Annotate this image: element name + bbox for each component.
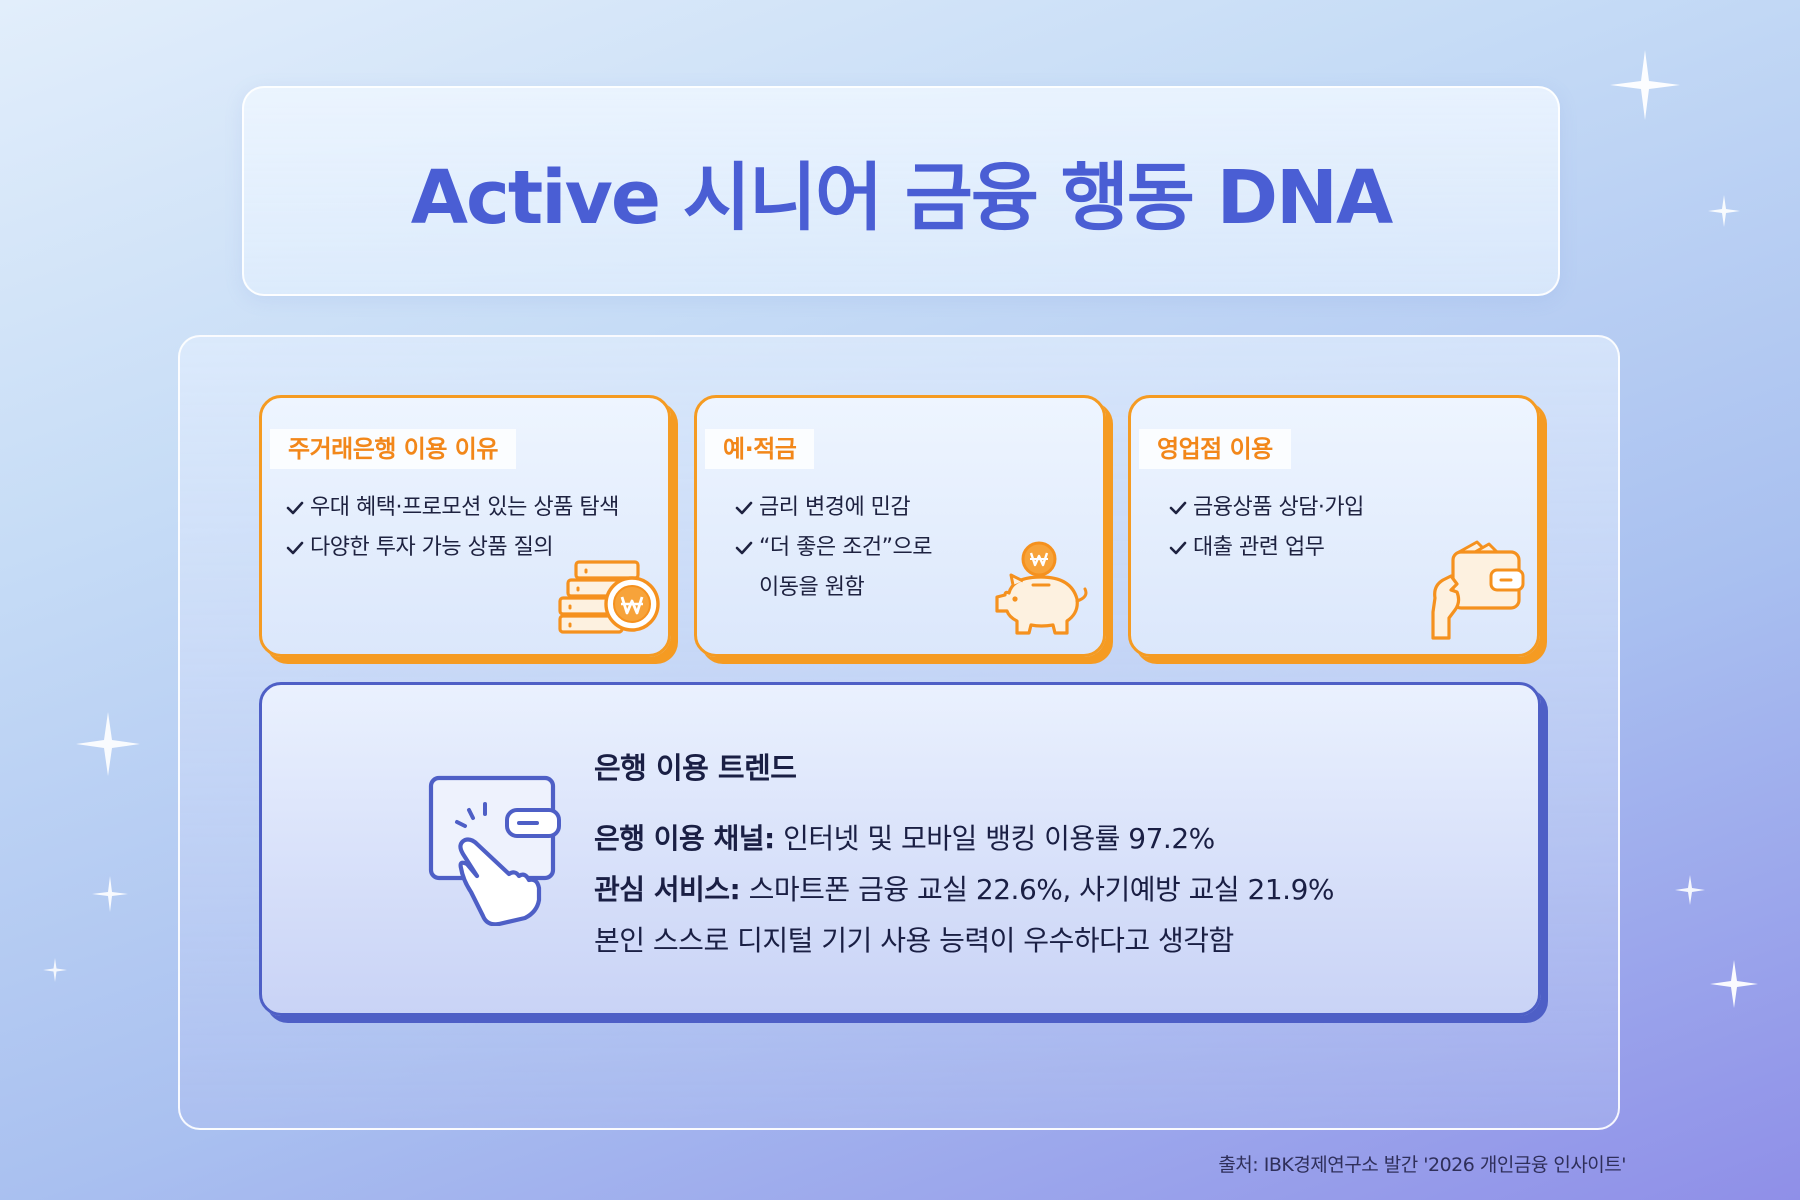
sparkle-icon — [76, 712, 140, 776]
sparkle-icon — [92, 876, 128, 912]
trend-line-text: 스마트폰 금융 교실 22.6%, 사기예방 교실 21.9% — [740, 873, 1335, 906]
list-item: 대출 관련 업무 — [1169, 528, 1364, 568]
card-list: 금융상품 상담·가입 대출 관련 업무 — [1169, 488, 1364, 568]
list-item: 금융상품 상담·가입 — [1169, 488, 1364, 528]
piggy-bank-icon — [995, 541, 1088, 635]
check-icon — [1169, 528, 1193, 568]
title-box: Active 시니어 금융 행동 DNA — [242, 86, 1560, 296]
list-item-continuation: 이동을 원함 — [735, 568, 932, 608]
check-icon — [735, 488, 759, 528]
card-list: 금리 변경에 민감 “더 좋은 조건”으로 이동을 원함 — [735, 488, 932, 608]
source-caption: 출처: IBK경제연구소 발간 '2026 개인금융 인사이트' — [1218, 1154, 1626, 1176]
list-item-text: 다양한 투자 가능 상품 질의 — [310, 535, 554, 560]
card-savings: 예·적금 금리 변경에 민감 “더 좋은 조건”으로 이동을 원함 — [694, 395, 1106, 657]
check-icon — [1169, 488, 1193, 528]
card-label: 주거래은행 이용 이유 — [270, 429, 516, 469]
trend-list: 은행 이용 채널: 인터넷 및 모바일 뱅킹 이용률 97.2% 관심 서비스:… — [594, 813, 1334, 966]
list-item-text: 금리 변경에 민감 — [759, 495, 911, 520]
list-item: 우대 혜택·프로모션 있는 상품 탐색 — [286, 488, 619, 528]
trend-line: 관심 서비스: 스마트폰 금융 교실 22.6%, 사기예방 교실 21.9% — [594, 864, 1334, 915]
trend-line-text: 인터넷 및 모바일 뱅킹 이용률 97.2% — [774, 822, 1215, 855]
sparkle-icon — [1610, 50, 1680, 120]
list-item-text: 대출 관련 업무 — [1193, 535, 1325, 560]
sparkle-icon — [1710, 960, 1758, 1008]
list-item-text: 우대 혜택·프로모션 있는 상품 탐색 — [310, 495, 619, 520]
sparkle-icon — [43, 958, 67, 982]
trend-line-text: 본인 스스로 디지털 기기 사용 능력이 우수하다고 생각함 — [594, 924, 1234, 957]
list-item-text: 금융상품 상담·가입 — [1193, 495, 1364, 520]
card-branch-use: 영업점 이용 금융상품 상담·가입 대출 관련 업무 — [1128, 395, 1540, 657]
trend-line: 본인 스스로 디지털 기기 사용 능력이 우수하다고 생각함 — [594, 915, 1334, 966]
page-title: Active 시니어 금융 행동 DNA — [410, 154, 1394, 241]
trend-title: 은행 이용 트렌드 — [594, 751, 797, 785]
trend-line-label: 관심 서비스: — [594, 873, 741, 906]
trend-line: 은행 이용 채널: 인터넷 및 모바일 뱅킹 이용률 97.2% — [594, 813, 1334, 864]
hand-wallet-icon — [1431, 540, 1525, 640]
bank-trend-panel: 은행 이용 트렌드 은행 이용 채널: 인터넷 및 모바일 뱅킹 이용률 97.… — [259, 682, 1541, 1016]
check-icon — [286, 528, 310, 568]
sparkle-icon — [1708, 195, 1740, 227]
coin-stack-icon — [558, 560, 660, 634]
card-label: 예·적금 — [705, 429, 815, 469]
card-list: 우대 혜택·프로모션 있는 상품 탐색 다양한 투자 가능 상품 질의 — [286, 488, 619, 568]
list-item: “더 좋은 조건”으로 — [735, 528, 932, 568]
check-icon — [286, 488, 310, 528]
card-main-bank-reasons: 주거래은행 이용 이유 우대 혜택·프로모션 있는 상품 탐색 다양한 투자 가… — [259, 395, 671, 657]
list-item-text: 이동을 원함 — [759, 575, 865, 600]
trend-line-label: 은행 이용 채널: — [594, 822, 775, 855]
list-item: 금리 변경에 민감 — [735, 488, 932, 528]
sparkle-icon — [1675, 875, 1705, 905]
list-item-text: “더 좋은 조건”으로 — [759, 535, 932, 560]
card-label: 영업점 이용 — [1139, 429, 1291, 469]
tap-card-icon — [428, 775, 561, 926]
list-item: 다양한 투자 가능 상품 질의 — [286, 528, 619, 568]
check-icon — [735, 528, 759, 568]
